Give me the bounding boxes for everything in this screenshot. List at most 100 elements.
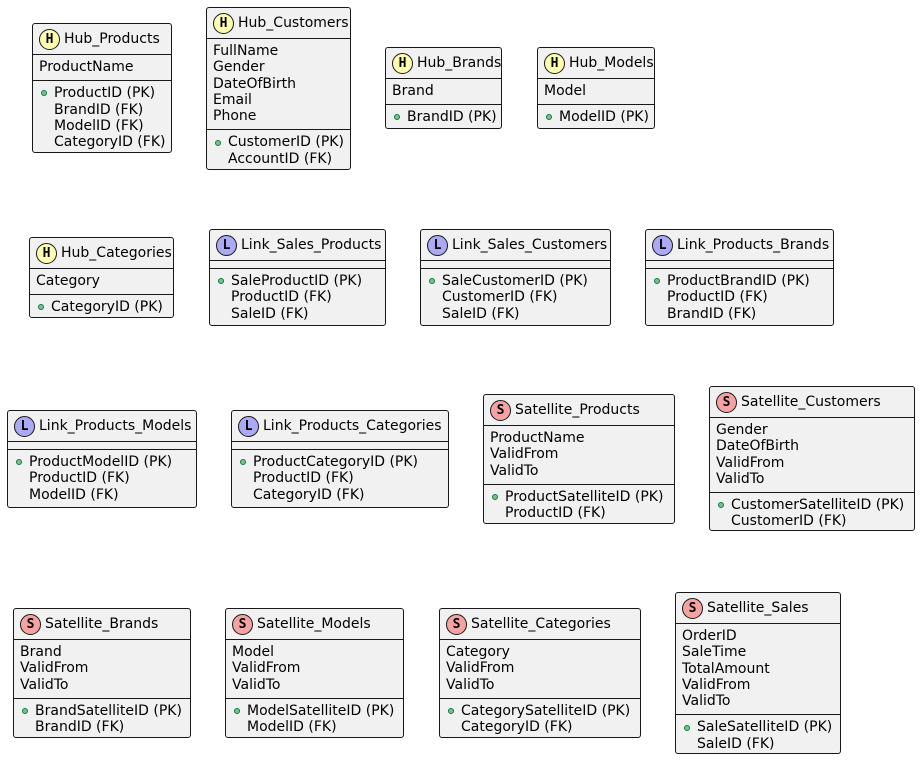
- hub-stereotype-icon: H: [544, 52, 565, 74]
- key-text: CustomerID (FK): [731, 513, 847, 530]
- attribute: SaleTime: [682, 644, 747, 661]
- foreign-key: ProductID (FK): [490, 505, 668, 521]
- attribute: DateOfBirth: [213, 75, 297, 92]
- attribute: Phone: [213, 108, 257, 125]
- key-text: CategoryID (FK): [253, 486, 365, 503]
- key-section: ProductCategoryID (PK)ProductID (FK)Cate…: [232, 450, 448, 509]
- attribute: Model: [232, 644, 275, 660]
- key-text: SaleID (FK): [442, 305, 520, 322]
- foreign-key: CustomerID (FK): [427, 289, 604, 305]
- primary-key: ProductSatelliteID (PK): [490, 489, 668, 505]
- hub-stereotype-icon: H: [213, 12, 234, 34]
- foreign-key: AccountID (FK): [213, 151, 344, 167]
- attribute: ValidTo: [682, 693, 731, 710]
- primary-key: CustomerID (PK): [213, 134, 344, 150]
- foreign-key: CategoryID (FK): [39, 134, 165, 150]
- attribute-section: [421, 261, 610, 269]
- key-text: CustomerSatelliteID (PK): [731, 497, 905, 514]
- key-text: CustomerID (FK): [442, 289, 558, 306]
- hub-stereotype-icon: H: [39, 28, 60, 50]
- primary-key: SaleCustomerID (PK): [427, 273, 604, 289]
- key-section: SaleSatelliteID (PK)SaleID (FK): [676, 715, 840, 758]
- link-stereotype-icon: L: [238, 415, 259, 437]
- attribute: Category: [446, 644, 510, 660]
- foreign-key: ModelID (FK): [14, 487, 190, 503]
- entity-title: Link_Sales_Products: [241, 237, 382, 253]
- public-field-icon: [429, 278, 435, 285]
- primary-key: CustomerSatelliteID (PK): [716, 497, 908, 513]
- attribute: Gender: [213, 59, 265, 76]
- public-field-icon: [492, 494, 498, 501]
- key-section: SaleProductID (PK)ProductID (FK)SaleID (…: [210, 269, 385, 328]
- entity-title: Hub_Customers: [238, 15, 349, 31]
- primary-key: SaleSatelliteID (PK): [682, 719, 834, 735]
- attribute: TotalAmount: [682, 660, 770, 677]
- foreign-key: BrandID (FK): [39, 102, 165, 118]
- public-field-icon: [41, 90, 47, 97]
- key-text: SaleID (FK): [231, 305, 309, 322]
- public-field-icon: [218, 278, 224, 285]
- public-field-icon: [448, 708, 454, 715]
- key-section: BrandSatelliteID (PK)BrandID (FK): [14, 699, 190, 742]
- foreign-key: SaleID (FK): [216, 306, 379, 322]
- key-text: ProductID (PK): [54, 85, 156, 102]
- link-stereotype-icon: L: [216, 234, 237, 256]
- key-text: ModelSatelliteID (PK): [247, 702, 395, 719]
- attribute-section: Brand: [386, 79, 501, 106]
- entity-title: Satellite_Products: [515, 402, 640, 418]
- foreign-key: CategoryID (FK): [238, 487, 442, 503]
- satellite-stereotype-icon: S: [682, 597, 703, 619]
- key-text: SaleCustomerID (PK): [442, 273, 588, 289]
- entity-title: Satellite_Categories: [471, 616, 611, 632]
- key-section: CategoryID (PK): [30, 295, 173, 321]
- key-text: ProductSatelliteID (PK): [505, 488, 664, 505]
- key-text: SaleID (FK): [697, 735, 775, 752]
- primary-key: ModelSatelliteID (PK): [232, 703, 397, 719]
- attribute: Gender: [716, 422, 768, 438]
- key-text: BrandID (FK): [667, 305, 757, 322]
- key-text: ProductModelID (PK): [29, 454, 173, 470]
- entity-title: Hub_Models: [569, 55, 654, 71]
- public-field-icon: [546, 114, 552, 121]
- attribute: Model: [544, 83, 587, 99]
- attribute: OrderID: [682, 628, 737, 644]
- public-field-icon: [394, 114, 400, 121]
- entity-title: Satellite_Brands: [45, 616, 159, 632]
- foreign-key: CustomerID (FK): [716, 513, 908, 529]
- attribute: ProductName: [490, 430, 585, 446]
- attribute: ValidFrom: [232, 660, 301, 677]
- foreign-key: ProductID (FK): [238, 470, 442, 486]
- attribute: ValidTo: [490, 462, 539, 479]
- attribute: Brand: [20, 644, 62, 660]
- satellite-stereotype-icon: S: [716, 391, 737, 413]
- primary-key: CategorySatelliteID (PK): [446, 703, 634, 719]
- key-text: BrandSatelliteID (PK): [35, 702, 182, 719]
- attribute: ValidFrom: [20, 660, 89, 677]
- attribute: Category: [36, 273, 100, 289]
- primary-key: BrandSatelliteID (PK): [20, 703, 184, 719]
- entity-title: Satellite_Models: [257, 616, 371, 632]
- entity-title: Link_Sales_Customers: [452, 237, 608, 253]
- foreign-key: BrandID (FK): [20, 719, 184, 735]
- entity-title: Hub_Products: [64, 31, 160, 47]
- key-text: ModelID (FK): [54, 117, 144, 134]
- key-section: CustomerID (PK)AccountID (FK): [207, 130, 350, 173]
